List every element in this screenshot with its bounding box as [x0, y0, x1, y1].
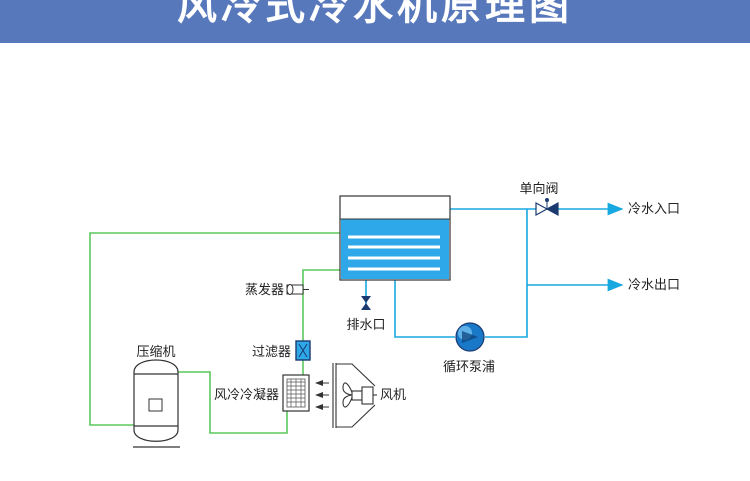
- filter-drier-icon: [295, 340, 311, 361]
- refrigerant-line-compressor-out: [178, 371, 288, 434]
- water-line-pump-return: [394, 280, 455, 338]
- axial-fan-icon: [332, 363, 377, 428]
- circulation-pump-icon: [455, 322, 485, 352]
- label-air-cooled-condenser: 风冷冷凝器: [214, 387, 279, 403]
- label-chilled-water-outlet: 冷水出口: [628, 278, 680, 293]
- label-fan: 风机: [380, 388, 406, 403]
- airflow-arrows: [315, 380, 329, 410]
- water-line-pump-out: [485, 209, 528, 338]
- label-chilled-water-inlet: 冷水入口: [628, 202, 680, 217]
- title-banner: 风冷式冷水机原理图: [0, 0, 750, 43]
- refrigerant-line-filter-evaporator: [302, 269, 340, 341]
- label-drain: 排水口: [346, 318, 385, 333]
- component-labels: 单向阀 冷水入口 冷水出口 蒸发器 排水口 压缩机 过滤器 循环泵浦 风冷冷凝器…: [136, 181, 680, 403]
- evaporator-tank: [339, 195, 451, 281]
- refrigerant-circuit: [89, 232, 340, 434]
- label-check-valve: 单向阀: [519, 181, 558, 197]
- refrigerant-line-return: [89, 232, 340, 426]
- label-compressor: 压缩机: [136, 344, 175, 360]
- expansion-valve-icon: [286, 284, 309, 295]
- drain-valve-icon: [361, 296, 371, 310]
- label-circulation-pump: 循环泵浦: [443, 360, 495, 375]
- evaporator-coil: [348, 235, 440, 271]
- air-cooled-condenser-icon: [282, 374, 310, 412]
- label-filter: 过滤器: [252, 345, 291, 360]
- compressor-icon: [133, 359, 180, 448]
- water-circuit: [365, 202, 624, 338]
- label-evaporator: 蒸发器: [245, 282, 284, 298]
- bowtie-valve-icon: [535, 198, 559, 217]
- page-title: 风冷式冷水机原理图: [177, 0, 573, 29]
